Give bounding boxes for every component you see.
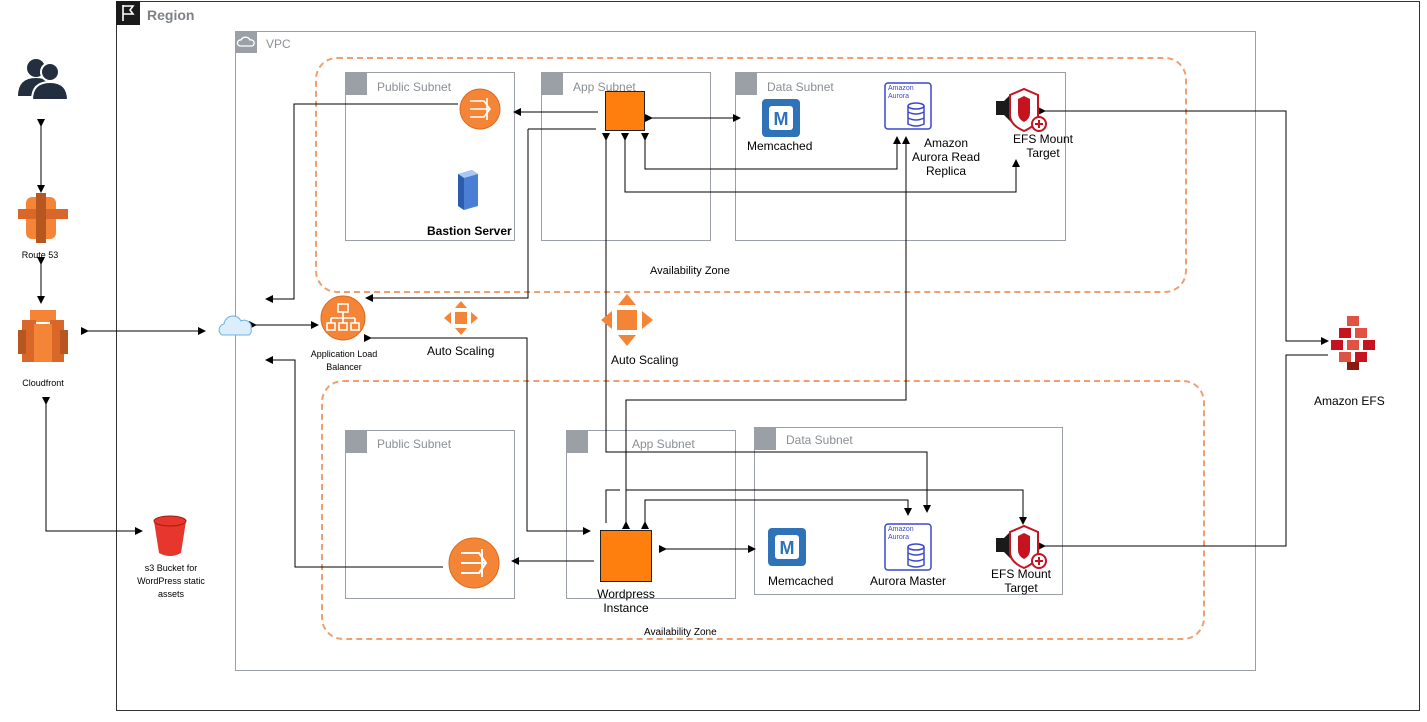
load-balancer-icon xyxy=(320,295,366,341)
nat-gateway-icon xyxy=(448,537,500,589)
efs-icon xyxy=(1328,316,1378,370)
auto-scaling-icon xyxy=(601,294,653,346)
auto-scaling-label: Auto Scaling xyxy=(611,353,679,367)
memcached-icon: M xyxy=(762,99,800,137)
load-balancer-label: Application Load Balancer xyxy=(310,349,378,372)
aurora-badge: Amazon Aurora xyxy=(888,85,914,100)
memcached-icon: M xyxy=(768,528,806,566)
wordpress-label: Wordpress Instance xyxy=(597,587,655,615)
server-icon xyxy=(454,170,480,210)
s3-bucket-icon xyxy=(152,515,188,557)
users-icon xyxy=(16,56,70,101)
vpc-container xyxy=(235,31,1256,671)
efs-mount-icon xyxy=(994,87,1047,133)
region-label: Region xyxy=(147,7,195,23)
public-subnet-top-label: Public Subnet xyxy=(377,80,452,94)
subnet-cloud-icon xyxy=(345,431,367,453)
flag-icon xyxy=(116,1,140,25)
subnet-cloud-icon xyxy=(541,73,563,95)
region-container xyxy=(116,1,1420,711)
aurora-replica-label: Amazon Aurora Read Replica xyxy=(911,136,981,178)
public-subnet-top xyxy=(345,72,515,241)
aurora-icon xyxy=(884,523,932,571)
route53-icon xyxy=(18,193,68,243)
svg-text:M: M xyxy=(780,538,795,558)
route53-label: Route 53 xyxy=(21,250,59,260)
vpc-cloud-icon xyxy=(235,31,257,53)
app-subnet-top-label: App Subnet xyxy=(573,80,636,94)
data-subnet-top-label: Data Subnet xyxy=(767,80,834,94)
wordpress-instance xyxy=(600,530,652,582)
efs-mount-icon xyxy=(994,524,1047,570)
cloud-icon xyxy=(216,313,256,339)
subnet-cloud-icon xyxy=(735,73,757,95)
cloudfront-label: Cloudfront xyxy=(22,378,64,388)
memcached-label: Memcached xyxy=(768,574,834,588)
efs-mount-label: EFS Mount Target xyxy=(1012,132,1074,160)
s3-bucket-label: s3 Bucket for WordPress static assets xyxy=(137,563,205,599)
aurora-master-label: Aurora Master xyxy=(870,574,947,588)
efs-mount-label: EFS Mount Target xyxy=(990,567,1052,595)
app-instance-top xyxy=(605,91,645,131)
svg-text:M: M xyxy=(774,109,789,129)
availability-zone-bottom-label: Availability Zone xyxy=(644,627,717,638)
cloudfront-icon xyxy=(18,306,68,366)
subnet-cloud-icon xyxy=(345,73,367,95)
aurora-icon xyxy=(884,82,932,130)
efs-label: Amazon EFS xyxy=(1314,394,1385,408)
vpc-label: VPC xyxy=(266,37,291,51)
auto-scaling-icon xyxy=(444,301,478,335)
auto-scaling-label: Auto Scaling xyxy=(427,344,495,358)
nat-gateway-icon xyxy=(459,88,501,130)
bastion-label: Bastion Server xyxy=(427,224,512,238)
memcached-label: Memcached xyxy=(747,139,813,153)
aurora-badge: Amazon Aurora xyxy=(888,526,914,541)
